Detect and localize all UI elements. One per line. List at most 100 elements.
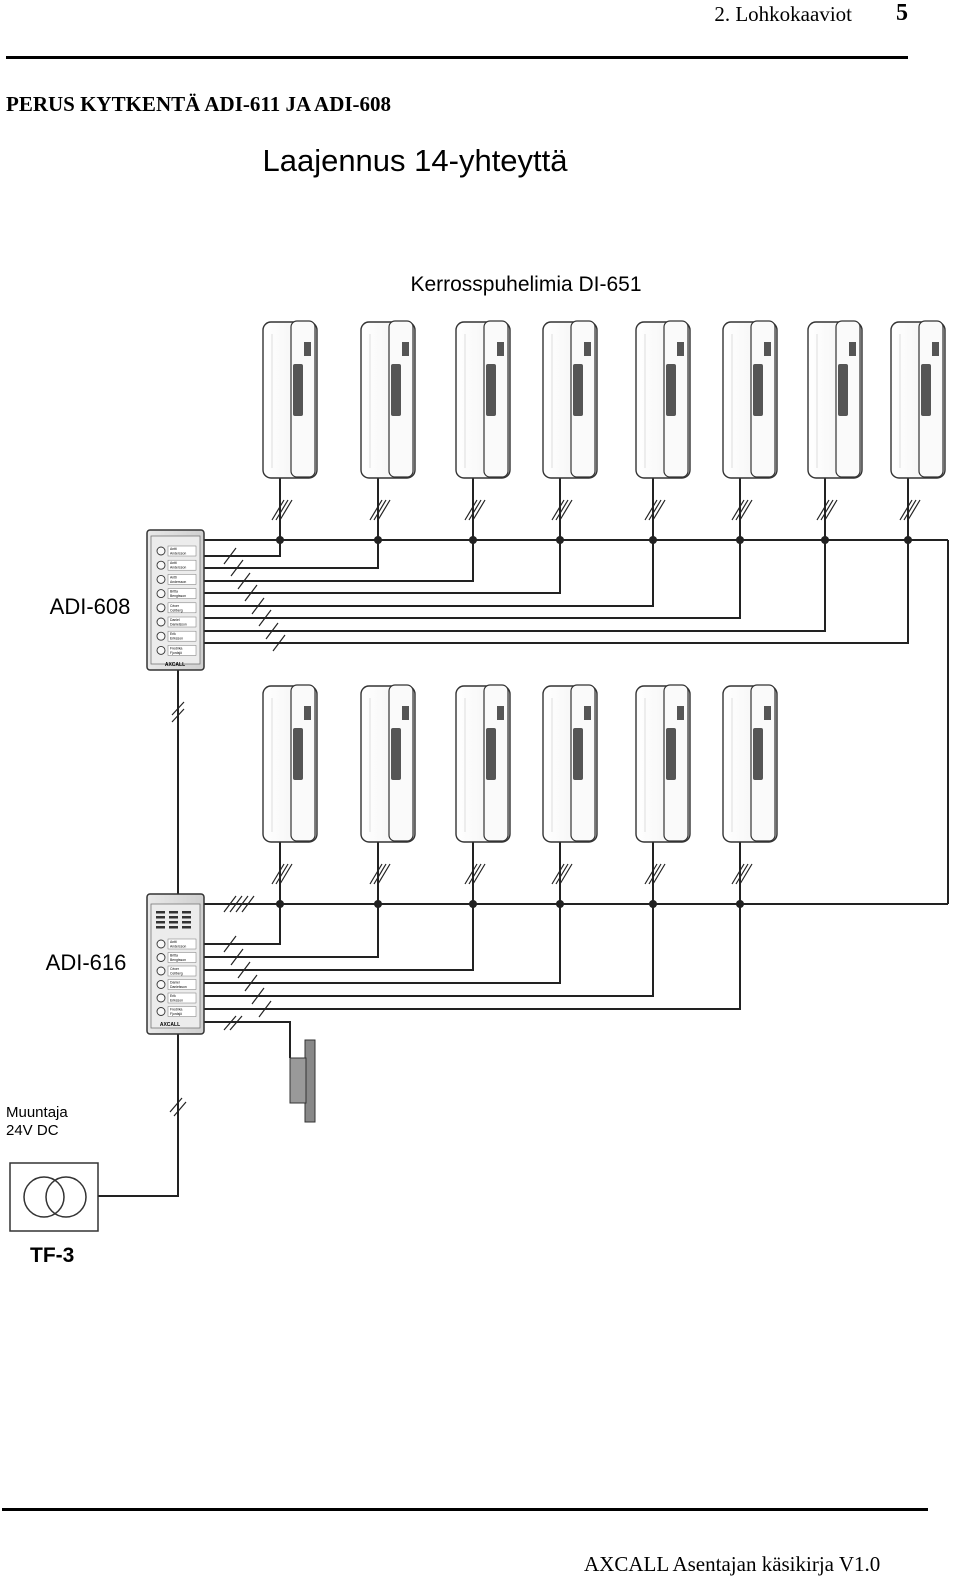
call-button-icon [156,560,166,570]
intercom-handset-icon [807,320,863,479]
phones-label: Kerrosspuhelimia DI-651 [410,273,641,296]
name-plate [167,1006,197,1017]
intercom-handset-icon [262,684,318,843]
phones-upper-row [262,320,946,479]
intercom-handset-icon [722,684,778,843]
name-plate-line1: Cécer [170,604,180,608]
name-plate-line1: Erik [170,632,176,636]
name-plate-line1: Erik [170,994,176,998]
main-title: Laajennus 14-yhteyttä [262,143,568,178]
name-plate [167,645,197,656]
name-plate-line1: Antti [170,561,177,565]
intercom-handset-icon [455,684,511,843]
intercom-handset-icon [542,684,598,843]
name-plate-line1: Antti [170,940,177,944]
name-plate-line1: Daniel [170,618,180,622]
name-plate [167,952,197,963]
name-plate-line1: Fredrika [170,1008,183,1012]
intercom-handset-icon [455,320,511,479]
name-plate-line1: Daniel [170,981,180,985]
footer-rule [2,1508,928,1511]
intercom-handset-icon [635,320,691,479]
transformer-label-line2: 24V DC [6,1122,59,1139]
intercom-handset-icon [635,684,691,843]
panel-lower: AnttiAnderssonBrittaBengtssonCécerCellbe… [146,893,205,1035]
intercom-handset-icon [722,320,778,479]
panel-upper-label: ADI-608 [50,594,131,619]
name-plate [167,938,197,950]
wiring-diagram: Kerrosspuhelimia DI-651 ADI-608 AnttiAnd… [6,273,949,1267]
name-plate-line2: Fjordsjö [170,1012,182,1016]
call-button-icon [156,631,166,641]
call-button-icon [156,980,166,989]
footer-text: AXCALL Asentajan käsikirja V1.0 [584,1552,881,1576]
name-plate-line1: Antti [170,575,177,579]
panel-lower-brand: AXCALL [160,1022,180,1028]
transformer-label-line1: Muuntaja [6,1104,68,1121]
name-plate-line1: Britta [170,954,178,958]
call-button-icon [156,603,166,613]
name-plate-line2: Eriksson [170,637,183,641]
header-chapter: 2. Lohkokaaviot [714,2,852,26]
transformer-icon [9,1162,99,1232]
name-plate-line1: Britta [170,590,178,594]
name-plate-line2: Andersson [170,552,186,556]
call-button-icon [156,1007,166,1016]
lock-icon [289,1039,316,1123]
name-plate-line2: Danielsson [170,985,187,989]
call-button-icon [156,589,166,599]
header-page-number: 5 [896,0,908,26]
intercom-handset-icon [890,320,946,479]
intercom-handset-icon [360,684,416,843]
name-plate [167,588,197,599]
phones-lower-row [262,684,778,843]
name-plate [167,979,197,990]
call-button-icon [156,574,166,584]
name-plate [167,965,197,977]
name-plate [167,992,197,1004]
name-plate-line1: Cécer [170,967,180,971]
name-plate-line2: Andersson [170,566,186,570]
name-plate-line2: Bengtsson [170,594,186,598]
call-button-icon [156,966,166,976]
intercom-handset-icon [542,320,598,479]
call-button-icon [156,993,166,1003]
call-button-icon [156,617,166,627]
name-plate-line2: Andersson [170,945,186,949]
panel-upper: AnttiAnderssonAnttiAnderssonAnttiAnderss… [146,529,205,671]
panel-upper-brand: AXCALL [165,662,185,668]
cable-count-marks [169,499,921,1117]
name-plate-line2: Cellberg [170,608,183,612]
name-plate [167,574,197,585]
name-plate-line2: Bengtsson [170,958,186,962]
name-plate [167,616,197,628]
name-plate-line2: Cellberg [170,972,183,976]
name-plate-line1: Antti [170,547,177,551]
intercom-handset-icon [262,320,318,479]
call-button-icon [156,645,166,655]
name-plate [167,602,197,614]
header-rule [6,56,908,59]
transformer-model: TF-3 [30,1244,74,1267]
call-button-icon [156,546,166,556]
name-plate-line2: Fjordsjö [170,651,182,655]
intercom-handset-icon [360,320,416,479]
name-plate-line2: Andersson [170,580,186,584]
name-plate [167,559,197,571]
name-plate-line2: Eriksson [170,999,183,1003]
speaker-grille [156,911,191,929]
call-button-icon [156,953,166,962]
name-plate [167,630,197,642]
